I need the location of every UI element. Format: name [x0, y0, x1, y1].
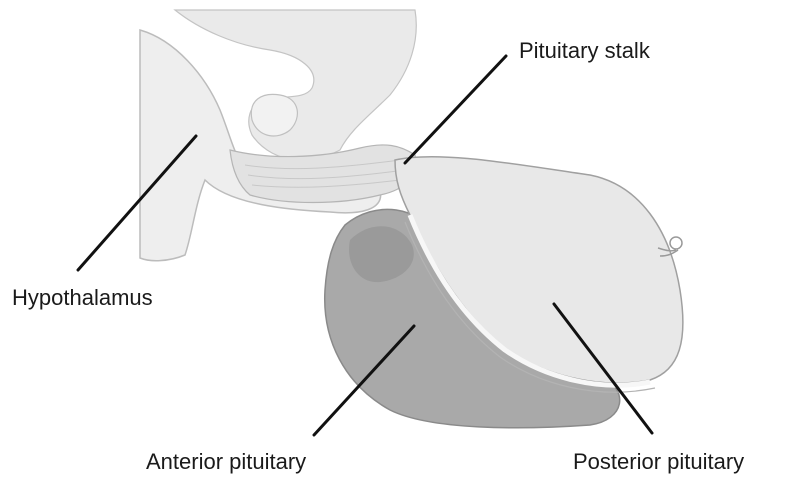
label-hypothalamus: Hypothalamus [12, 287, 153, 309]
leader-line-pituitary-stalk [405, 56, 506, 163]
label-posterior-pituitary: Posterior pituitary [573, 451, 744, 473]
infundibular-recess [251, 94, 297, 136]
label-pituitary-stalk: Pituitary stalk [519, 40, 650, 62]
label-anterior-pituitary: Anterior pituitary [146, 451, 306, 473]
